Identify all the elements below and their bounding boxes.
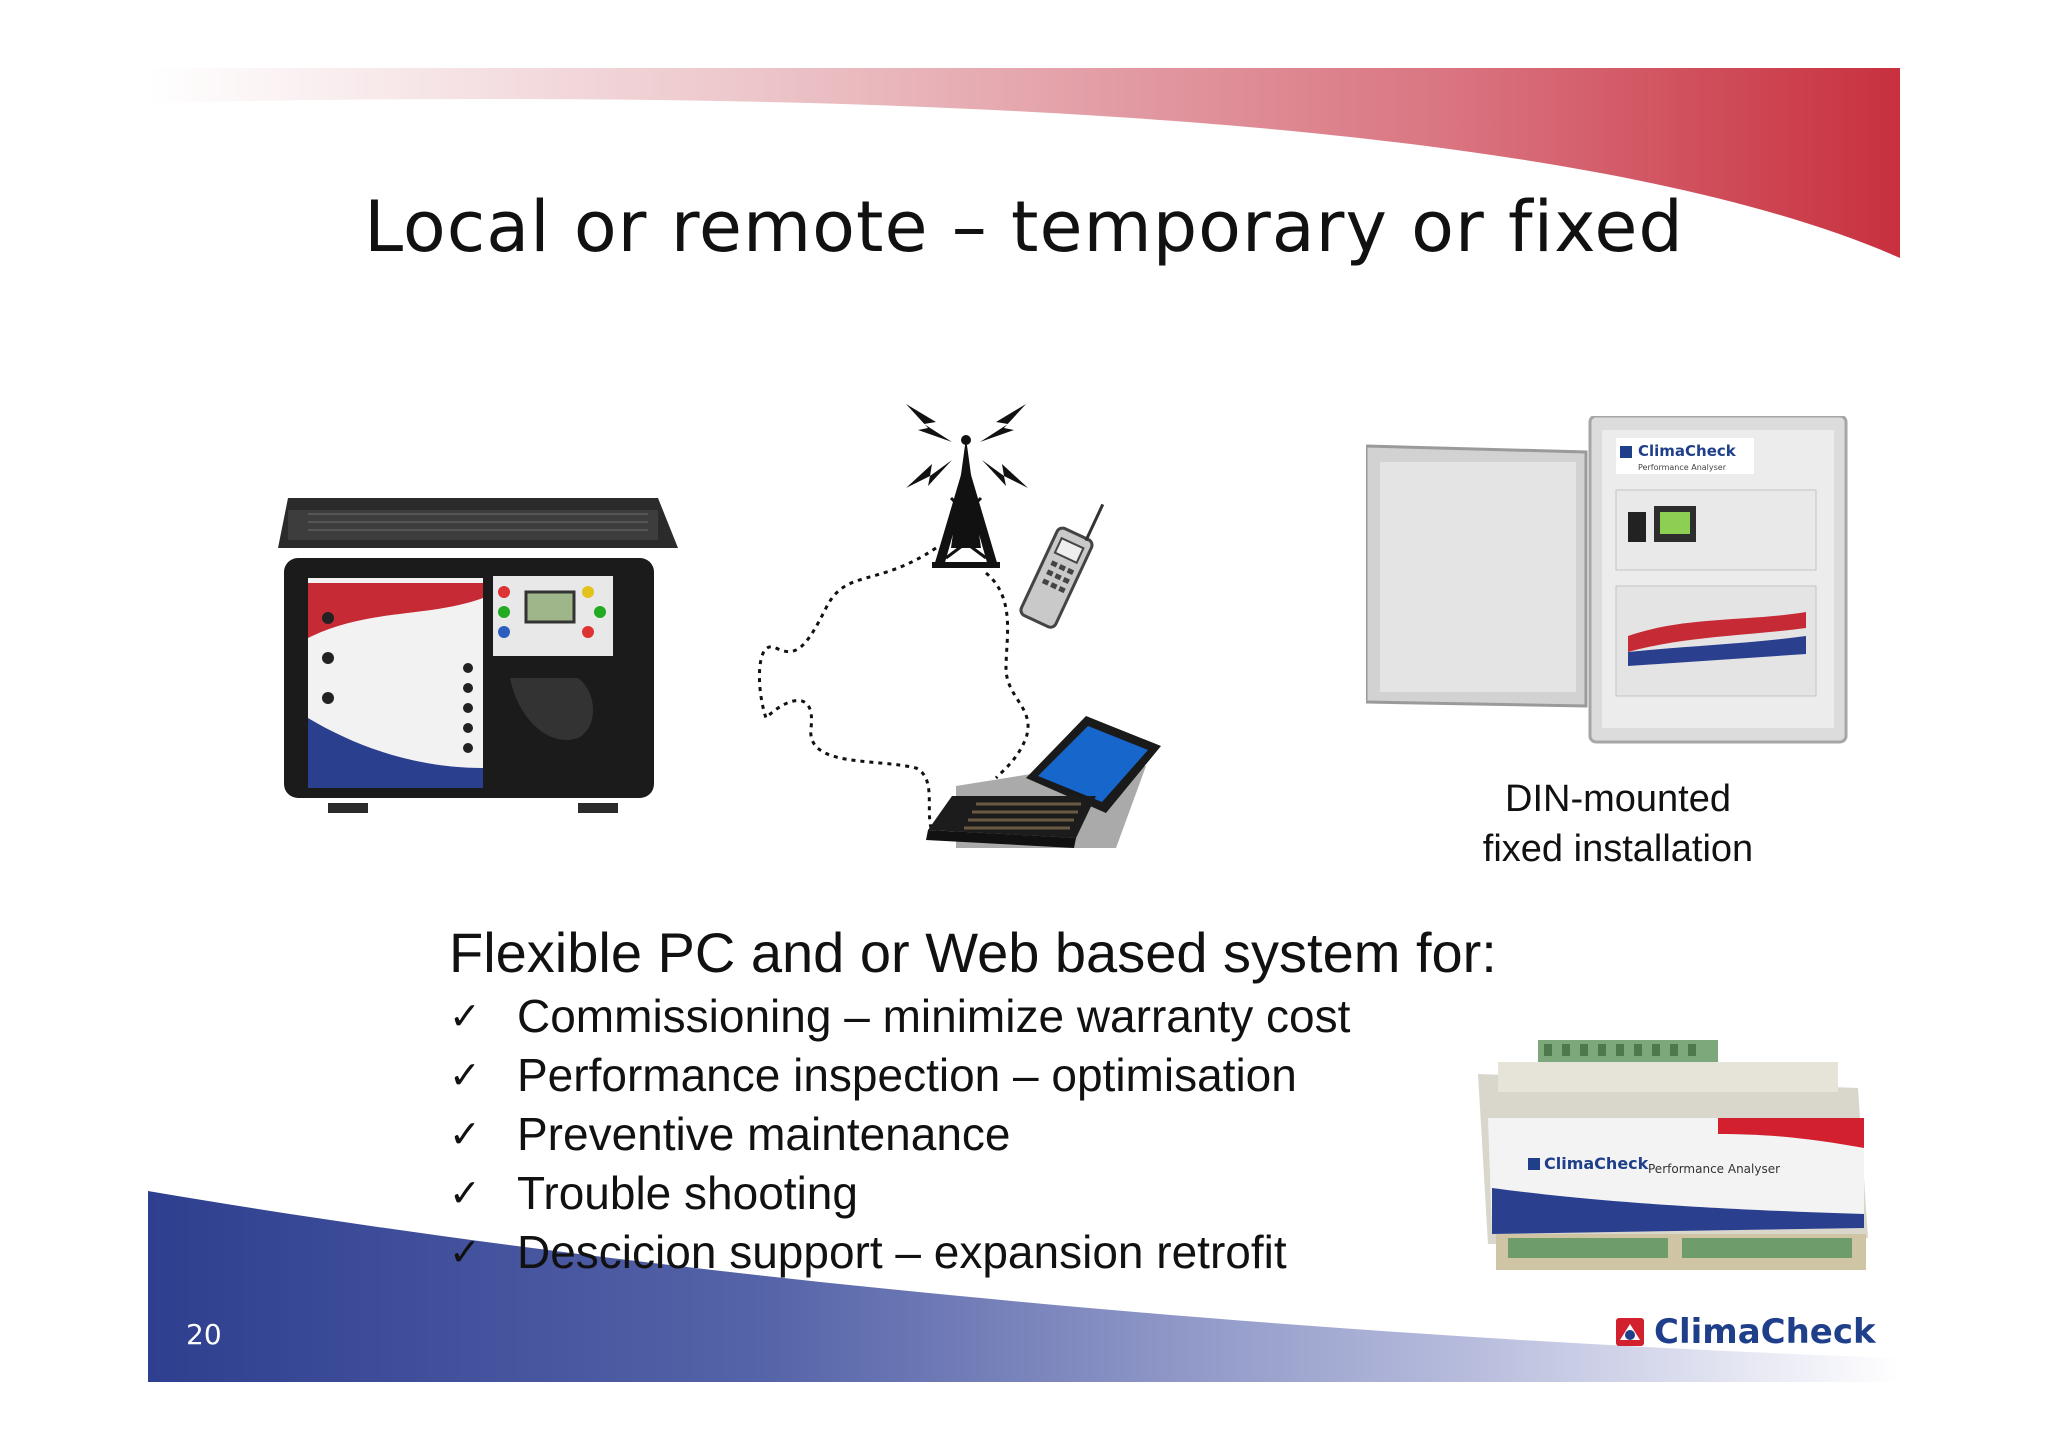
top-swoosh bbox=[148, 68, 1900, 258]
page-number: 20 bbox=[186, 1318, 222, 1351]
background-swooshes bbox=[148, 68, 1900, 1382]
bullet-item: ✓ Performance inspection – optimisation bbox=[449, 1045, 1350, 1104]
bullet-text: Trouble shooting bbox=[517, 1166, 858, 1219]
din-unit-image: ClimaCheck Performance Analyser bbox=[1478, 1040, 1868, 1270]
check-icon: ✓ bbox=[449, 1052, 481, 1097]
check-icon: ✓ bbox=[449, 993, 481, 1038]
bullet-text: Descicion support – expansion retrofit bbox=[517, 1225, 1287, 1278]
check-icon: ✓ bbox=[449, 1229, 481, 1274]
unit-brand-label: ClimaCheck bbox=[1544, 1154, 1649, 1173]
unit-brand-sub: Performance Analyser bbox=[1648, 1162, 1780, 1176]
portable-case-image bbox=[278, 498, 678, 813]
caption-line-2: fixed installation bbox=[1482, 828, 1754, 870]
bullet-item: ✓ Preventive maintenance bbox=[449, 1104, 1350, 1163]
bottom-swoosh bbox=[148, 1191, 1900, 1382]
check-icon: ✓ bbox=[449, 1170, 481, 1215]
bullet-text: Preventive maintenance bbox=[517, 1107, 1011, 1160]
bullet-item: ✓ Commissioning – minimize warranty cost bbox=[449, 986, 1350, 1045]
logo-mark-icon bbox=[1616, 1318, 1644, 1346]
slide: Local or remote – temporary or fixed bbox=[148, 68, 1900, 1382]
bullet-text: Commissioning – minimize warranty cost bbox=[517, 989, 1351, 1042]
remote-link-image bbox=[758, 404, 1161, 848]
cabinet-brand-label: ClimaCheck bbox=[1638, 442, 1737, 460]
din-cabinet-image: ClimaCheck Performance Analyser bbox=[1366, 416, 1848, 744]
bullet-item: ✓ Descicion support – expansion retrofit bbox=[449, 1222, 1350, 1281]
cabinet-caption: DIN-mounted fixed installation bbox=[1438, 774, 1798, 874]
body-heading: Flexible PC and or Web based system for: bbox=[449, 921, 1497, 984]
climacheck-logo: ClimaCheck bbox=[1616, 1312, 1876, 1352]
cabinet-brand-sub: Performance Analyser bbox=[1638, 463, 1727, 472]
logo-text: ClimaCheck bbox=[1654, 1312, 1876, 1352]
bullet-list: ✓Commissioning – minimize warranty cost … bbox=[449, 986, 1350, 1281]
bullet-item: ✓ Trouble shooting bbox=[449, 1163, 1350, 1222]
caption-line-1: DIN-mounted bbox=[1505, 778, 1731, 820]
check-icon: ✓ bbox=[449, 1111, 481, 1156]
bullet-text: Performance inspection – optimisation bbox=[517, 1048, 1297, 1101]
slide-title: Local or remote – temporary or fixed bbox=[364, 186, 1684, 268]
